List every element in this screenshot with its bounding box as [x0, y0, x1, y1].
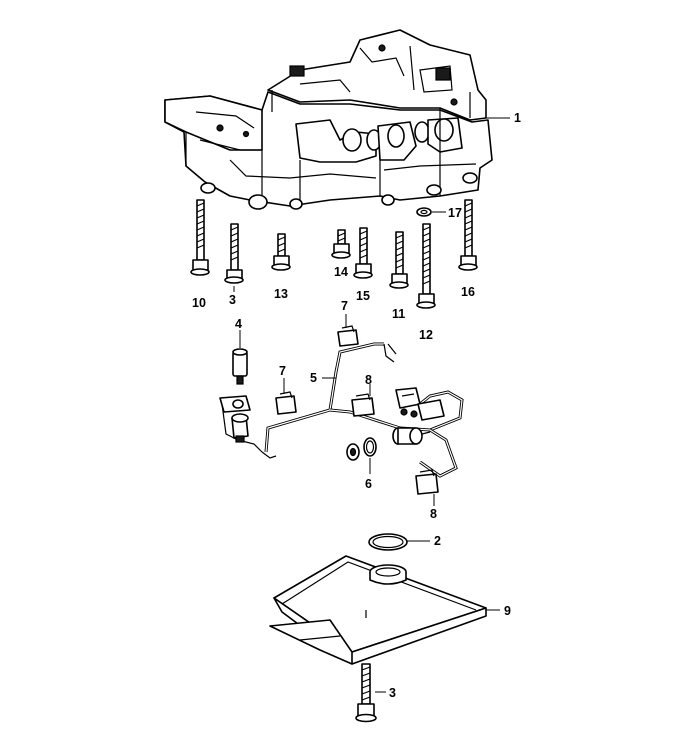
callout-3-upper: 3	[229, 293, 236, 307]
callout-10: 10	[192, 296, 206, 310]
sensor-4	[232, 348, 248, 385]
clip-7-upper	[337, 325, 359, 347]
washer-17	[416, 207, 432, 217]
callout-7-lower: 7	[279, 364, 286, 378]
clip-8-upper	[351, 393, 375, 417]
callout-11: 11	[392, 307, 405, 321]
callout-2: 2	[434, 534, 441, 548]
callout-3-lower: 3	[389, 686, 396, 700]
bolt-3-upper	[224, 223, 244, 284]
callout-7-upper: 7	[341, 299, 348, 313]
callout-5: 5	[310, 371, 317, 385]
seal-6	[346, 437, 377, 461]
callout-1: 1	[514, 111, 521, 125]
bolt-13	[271, 233, 291, 271]
bolt-14	[331, 229, 351, 259]
oil-filter	[269, 555, 487, 665]
valve-body	[164, 29, 493, 210]
wiring-harness	[219, 342, 464, 478]
callout-14: 14	[334, 265, 348, 279]
callout-8-upper: 8	[365, 373, 372, 387]
callout-9: 9	[504, 604, 511, 618]
oring-2	[368, 533, 408, 551]
bolt-3-lower	[355, 663, 377, 723]
bolt-11	[389, 231, 409, 289]
bolt-15	[353, 227, 373, 279]
bolt-16	[458, 199, 478, 271]
bolt-10	[190, 199, 210, 276]
callout-4: 4	[235, 317, 242, 331]
callout-15: 15	[356, 289, 370, 303]
callout-8-lower: 8	[430, 507, 437, 521]
callout-16: 16	[461, 285, 475, 299]
clip-8-lower	[415, 469, 439, 495]
callout-12: 12	[419, 328, 433, 342]
clip-7-lower	[275, 391, 297, 415]
callout-13: 13	[274, 287, 288, 301]
callout-6: 6	[365, 477, 372, 491]
callout-17: 17	[448, 206, 462, 220]
bolt-12	[416, 223, 436, 309]
